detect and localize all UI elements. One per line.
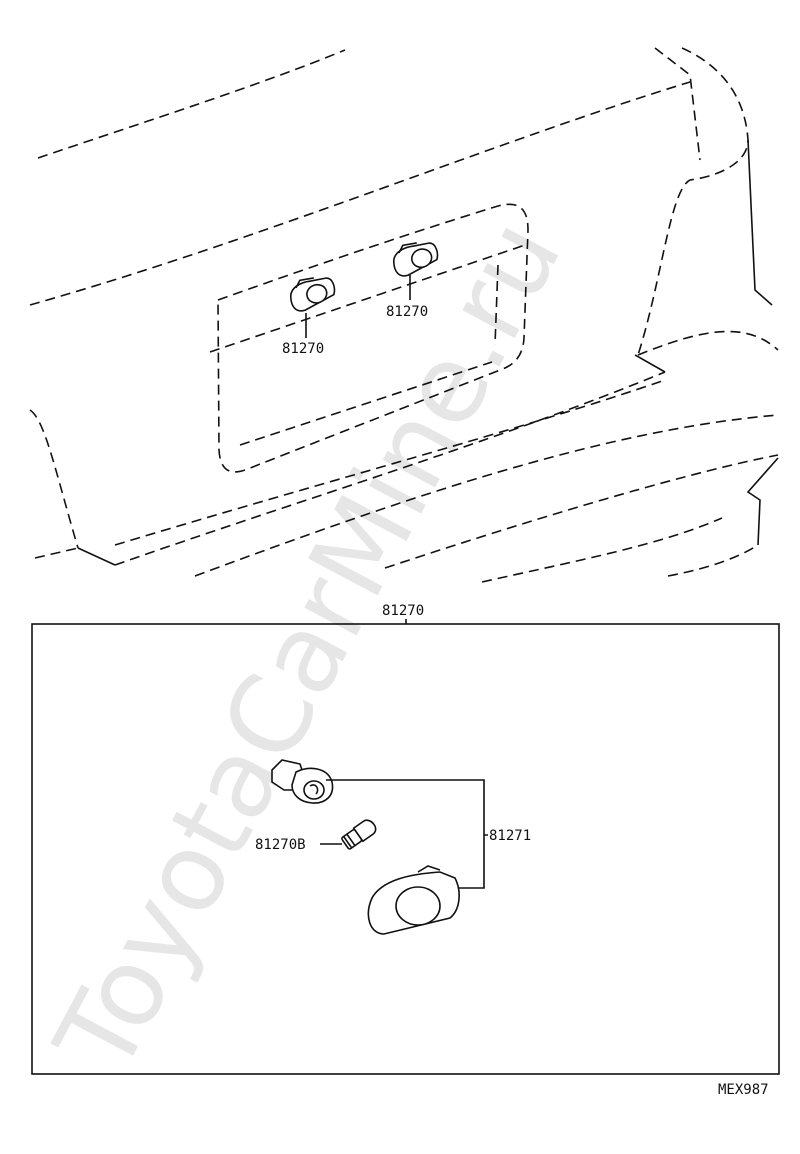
- vehicle-rear-outline: [29, 47, 779, 583]
- diagram-code: MEX987: [718, 1082, 769, 1098]
- callout-81270-left: 81270: [282, 341, 324, 357]
- assembly-detail-box: [31, 623, 780, 1075]
- callout-81271: 81271: [489, 828, 531, 844]
- license-lamp-left-icon[interactable]: [286, 271, 339, 314]
- callout-81270B: 81270B: [255, 837, 306, 853]
- socket-lens-bracket: [326, 779, 488, 889]
- bulb-icon[interactable]: [341, 817, 379, 850]
- lamp-lens-icon[interactable]: [367, 865, 460, 935]
- callout-81270-right: 81270: [386, 304, 428, 320]
- license-lamp-right-icon[interactable]: [389, 236, 442, 279]
- lamp-socket-icon[interactable]: [271, 759, 334, 804]
- callout-81270-assembly: 81270: [382, 603, 424, 619]
- watermark-text: ToyotaCarMine.ru: [32, 200, 586, 1093]
